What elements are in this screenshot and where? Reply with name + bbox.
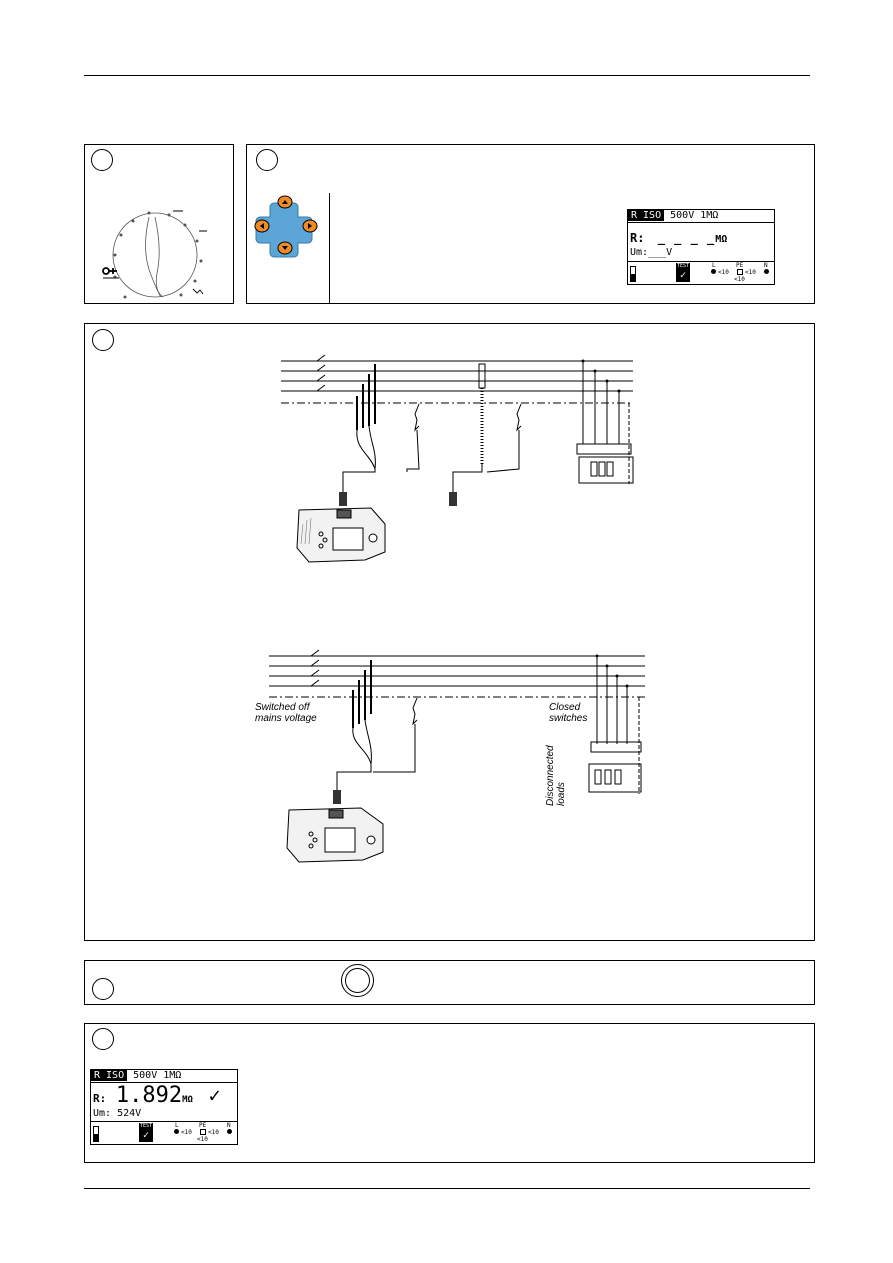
lcd-lt10-a: <10 xyxy=(718,269,729,276)
lcd-um-value: ___V xyxy=(648,247,673,258)
navigation-keypad-icon xyxy=(254,195,318,258)
step-1-marker xyxy=(91,149,113,171)
lcd-footer: TEST ✓ L PE N <10 <10 <10 xyxy=(628,261,774,284)
lcd-result-terminal-status: L PE N <10 <10 <10 xyxy=(173,1122,235,1144)
closed-switches-label: Closed switches xyxy=(549,702,588,724)
terminal-pe-dot-icon xyxy=(737,269,743,275)
terminal-l-dot-icon xyxy=(174,1129,179,1134)
lcd-result-lt10-b: <10 xyxy=(208,1129,219,1136)
step-5-marker xyxy=(92,1028,114,1050)
lcd-screen-result: R ISO 500V 1MΩ R: 1.892MΩ ✓ Um: 524V TES… xyxy=(90,1069,238,1145)
lcd-um-label: Um: xyxy=(630,247,649,258)
lcd-result-um-label: Um: xyxy=(93,1108,112,1119)
footer-rule xyxy=(84,1188,810,1189)
lcd-test-label: TEST xyxy=(676,263,690,269)
terminal-n-label: N xyxy=(227,1122,231,1129)
switched-off-label: Switched off mains voltage xyxy=(255,702,317,724)
step-2-marker xyxy=(256,149,278,171)
keypad-divider xyxy=(329,193,330,303)
terminal-n-label: N xyxy=(764,262,768,269)
check-icon: ✓ xyxy=(679,270,687,281)
lcd-result-r-label: R: xyxy=(93,1092,107,1105)
step-4-marker xyxy=(92,978,114,1000)
lcd-result-um-row: Um: 524V xyxy=(93,1108,141,1119)
lcd-result-function-label: R ISO xyxy=(91,1070,128,1081)
lcd-r-label: R: xyxy=(630,231,645,245)
terminal-pe-label: PE xyxy=(736,262,744,269)
lcd-r-value: _ _ _ _ xyxy=(657,231,716,245)
lcd-result-r-row: R: 1.892MΩ ✓ xyxy=(93,1084,221,1111)
lcd-terminal-status: L PE N <10 <10 <10 xyxy=(710,262,772,284)
test-key-icon xyxy=(341,964,374,997)
terminal-n-dot-icon xyxy=(764,269,769,274)
connection-diagram-1 xyxy=(281,354,634,563)
header-rule xyxy=(84,75,810,76)
lcd-result-footer: TEST ✓ L PE N <10 <10 <10 xyxy=(91,1121,237,1144)
lcd-screen-setup: R ISO 500V 1MΩ R: _ _ _ _MΩ Um:___V TEST… xyxy=(627,209,775,285)
lcd-result-params-label: 500V 1MΩ xyxy=(133,1070,182,1081)
check-icon: ✓ xyxy=(142,1130,150,1141)
terminal-n-dot-icon xyxy=(227,1129,232,1134)
terminal-pe-dot-icon xyxy=(200,1129,206,1135)
terminal-l-dot-icon xyxy=(711,269,716,274)
lcd-r-row: R: _ _ _ _MΩ xyxy=(630,232,727,246)
lcd-test-badge: TEST ✓ xyxy=(676,263,690,282)
lcd-um-row: Um:___V xyxy=(630,247,672,258)
lcd-result-r-value: 1.892 xyxy=(115,1083,183,1108)
connection-diagram-2 xyxy=(269,649,645,863)
lcd-result-header: R ISO 500V 1MΩ xyxy=(91,1070,237,1083)
step-3-marker xyxy=(92,329,114,351)
lcd-r-unit: MΩ xyxy=(715,234,728,245)
step-2-box: R ISO 500V 1MΩ R: _ _ _ _MΩ Um:___V TEST… xyxy=(246,144,815,304)
step-3-box: Switched off mains voltage Closed switch… xyxy=(84,323,815,941)
rotary-switch-icon xyxy=(102,210,207,299)
lcd-function-label: R ISO xyxy=(628,210,665,221)
battery-icon xyxy=(93,1126,99,1142)
terminal-l-label: L xyxy=(175,1122,179,1129)
lcd-params-label: 500V 1MΩ xyxy=(670,210,719,221)
lcd-lt10-c: <10 xyxy=(734,276,745,283)
battery-icon xyxy=(630,266,636,282)
step-5-box: R ISO 500V 1MΩ R: 1.892MΩ ✓ Um: 524V TES… xyxy=(84,1023,815,1163)
lcd-result-test-label: TEST xyxy=(139,1123,153,1129)
lcd-result-um-value: 524V xyxy=(117,1108,142,1119)
disconnected-loads-label: Disconnected loads xyxy=(545,745,567,806)
step-1-box xyxy=(84,144,234,304)
lcd-result-lt10-c: <10 xyxy=(197,1136,208,1143)
terminal-pe-label: PE xyxy=(199,1122,207,1129)
lcd-result-lt10-a: <10 xyxy=(181,1129,192,1136)
lcd-result-r-unit: MΩ xyxy=(182,1095,193,1105)
pass-check-icon: ✓ xyxy=(208,1083,221,1107)
terminal-l-label: L xyxy=(712,262,716,269)
lcd-header: R ISO 500V 1MΩ xyxy=(628,210,774,223)
lcd-result-test-badge: TEST ✓ xyxy=(139,1123,153,1142)
lcd-lt10-b: <10 xyxy=(745,269,756,276)
step-4-box xyxy=(84,960,815,1005)
